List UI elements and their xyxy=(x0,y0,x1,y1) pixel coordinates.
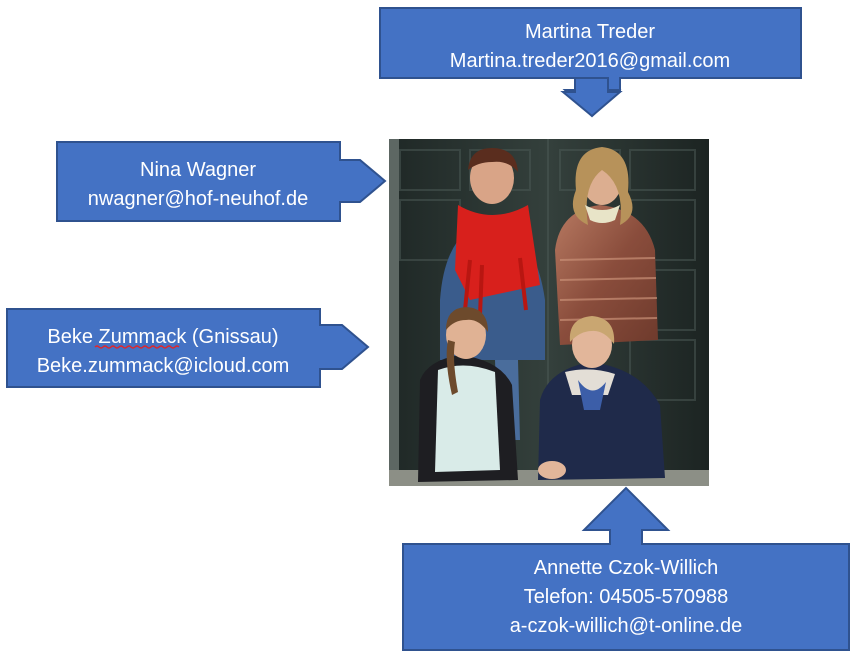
callout-lower-left-name: Beke Zummack (Gnissau) xyxy=(47,326,278,348)
person-front-left xyxy=(418,307,518,482)
group-photo xyxy=(389,139,709,486)
callout-lower-left-email: Beke.zummack@icloud.com xyxy=(37,355,290,377)
callout-lower-left-shape xyxy=(6,308,370,388)
callout-upper-left-name: Nina Wagner xyxy=(140,159,256,181)
callout-martina-treder: Martina Treder Martina.treder2016@gmail.… xyxy=(379,7,802,118)
callout-bottom-phone: Telefon: 04505-570988 xyxy=(524,586,729,608)
callout-upper-left-email: nwagner@hof-neuhof.de xyxy=(88,188,308,210)
callout-annette-czok-willich: Annette Czok-Willich Telefon: 04505-5709… xyxy=(402,486,850,651)
callout-top-email: Martina.treder2016@gmail.com xyxy=(450,50,730,72)
callout-beke-zummack: Beke Zummack (Gnissau) Beke.zummack@iclo… xyxy=(6,308,370,388)
callout-nina-wagner: Nina Wagner nwagner@hof-neuhof.de xyxy=(56,141,387,222)
person-back-right xyxy=(555,147,658,345)
person-front-right xyxy=(538,316,665,480)
callout-upper-left-shape xyxy=(56,141,387,222)
callout-bottom-name: Annette Czok-Willich xyxy=(534,557,719,579)
callout-bottom-shape xyxy=(402,486,850,651)
callout-top-name: Martina Treder xyxy=(525,21,655,43)
down-arrow-icon xyxy=(560,77,623,118)
spellcheck-underline xyxy=(94,345,180,349)
callout-bottom-email: a-czok-willich@t-online.de xyxy=(510,615,743,637)
